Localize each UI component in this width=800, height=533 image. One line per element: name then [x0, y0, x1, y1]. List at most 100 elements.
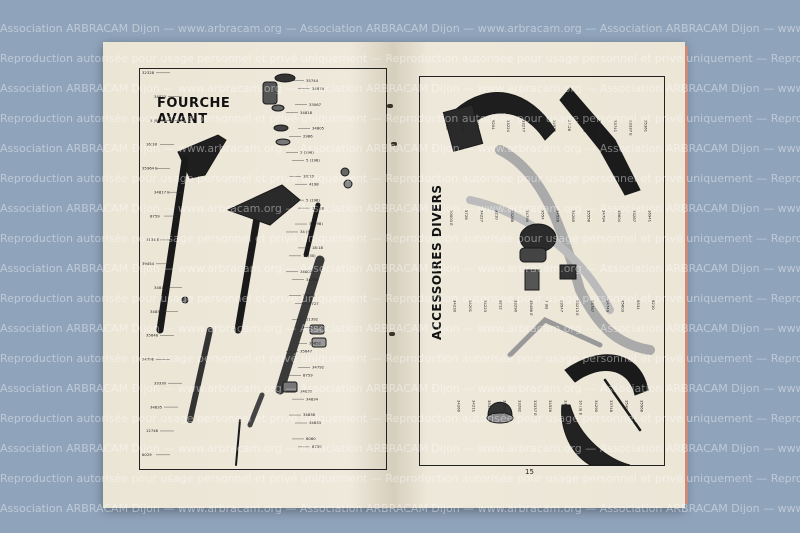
part-number-label: 35604: [617, 210, 622, 223]
part-number-label: 9210: [495, 210, 500, 220]
part-number-label: 33282: [518, 400, 523, 413]
part-number-label: 34227: [479, 210, 484, 223]
part-number-label: 33337 E: [628, 120, 633, 136]
lower-mudguard: [564, 354, 649, 396]
part-number-label: 34874: [312, 86, 325, 91]
part-number-label: 34830: [300, 388, 313, 393]
part-number-label: 34790: [525, 210, 530, 223]
tool-box: [559, 264, 577, 280]
part-number-label: 34260: [456, 400, 461, 413]
part-number-label: 33067: [309, 102, 322, 107]
part-number-label: 27-28: [567, 120, 572, 132]
fork-top-nut: [274, 73, 296, 83]
part-number-label: 3535: [487, 400, 492, 410]
accessories-illustration: [442, 87, 655, 466]
part-number-label: 9204: [491, 120, 496, 130]
part-number-label: 34823: [154, 94, 167, 99]
part-number-label: 34798: [142, 357, 155, 362]
part-number-label: 34836: [303, 412, 316, 417]
bearing-cup: [271, 104, 285, 112]
binding-hole: [391, 142, 397, 146]
part-number-label: 2986: [303, 134, 313, 139]
part-number-label: 32328: [142, 70, 155, 75]
stay-rod: [603, 378, 642, 432]
part-number-label: 11392: [306, 317, 319, 322]
part-number-label: 33213 E: [575, 300, 580, 316]
part-number-label: 35652: [309, 341, 322, 346]
fork-slider: [275, 255, 325, 395]
stand: [507, 317, 603, 358]
steering-stem-part: [262, 81, 278, 105]
part-number-label: 35647: [300, 349, 313, 354]
part-number-label: 34818: [300, 110, 313, 115]
part-number-label: 35545: [502, 400, 507, 413]
part-number-label: 33287: [632, 210, 637, 223]
part-number-label: 34256: [476, 120, 481, 133]
part-number-label: 5 (198): [300, 150, 314, 155]
part-number-label: 5727: [309, 301, 319, 306]
battery-box: [524, 269, 540, 291]
part-number-label: 35464 E: [598, 120, 603, 136]
part-number-label: 34799: [582, 120, 587, 133]
fork-spring: [303, 202, 321, 258]
part-number-label: 4198: [309, 181, 319, 186]
part-number-label: 34201: [468, 300, 473, 313]
part-number-label: 34526: [548, 400, 553, 413]
part-number-label: 10(30): [303, 253, 316, 258]
part-number-label: 9212: [498, 300, 503, 310]
part-number-label: 10003 E: [449, 210, 454, 226]
part-number-label: 35486 E: [529, 300, 534, 316]
part-number-label: 34794: [602, 210, 607, 223]
part-number-label: 5 (9): [150, 118, 160, 123]
part-number-label: 35406: [624, 400, 629, 413]
part-number-label: 35964 E: [142, 166, 158, 171]
part-number-label: 33788: [563, 400, 568, 413]
part-number-label: 35568: [640, 400, 645, 413]
part-number-label: 34211: [472, 400, 477, 413]
tail-lamp: [487, 401, 513, 416]
axle-bolt: [235, 419, 241, 466]
page-number: 15: [525, 468, 534, 476]
part-number-label: 33602: [303, 293, 316, 298]
part-number-label: 5728: [464, 210, 469, 220]
part-number-label: 33787: [590, 300, 595, 313]
part-number-label: 9210: [651, 300, 656, 310]
part-number-label: 34290: [594, 400, 599, 413]
part-number-label: 33547: [560, 300, 565, 313]
bearing-cup: [275, 138, 291, 146]
part-number-label: 34764: [306, 277, 319, 282]
bush: [282, 381, 298, 393]
binding-hole: [387, 104, 393, 108]
fork-tube-left: [156, 156, 189, 334]
part-number-label: 34230: [453, 300, 458, 313]
washer: [343, 179, 353, 189]
part-number-label: 34528: [556, 210, 561, 223]
part-number-label: 34835: [150, 404, 163, 409]
rear-mudguard: [559, 87, 641, 196]
binding-hole: [389, 332, 395, 336]
lamp-bracket: [519, 247, 547, 263]
bolt: [181, 296, 189, 304]
axle-part: [247, 392, 265, 428]
part-number-label: 8060: [306, 436, 316, 441]
part-number-label: 34522: [552, 120, 557, 133]
part-number-label: 35648: [146, 333, 159, 338]
part-number-label: 33330: [154, 380, 167, 385]
part-number-label: 33290: [514, 300, 519, 313]
part-number-label: 9554: [540, 210, 545, 220]
tail-lamp-lens: [486, 412, 514, 424]
part-number-label: 34833: [309, 420, 322, 425]
part-number-label: 33337 E: [533, 400, 538, 416]
part-number-label: 34810: [154, 285, 167, 290]
part-number-label: 35361: [644, 120, 649, 133]
part-number-label: 34765: [312, 325, 325, 330]
part-number-label: 33224: [506, 120, 511, 133]
part-number-label: 34223: [483, 300, 488, 313]
mudguard-flap: [561, 404, 631, 466]
part-number-label: 34803 E: [300, 269, 316, 274]
part-number-label: 8759: [150, 213, 160, 218]
top-yoke: [177, 134, 227, 179]
left-page-frame: [139, 68, 387, 470]
